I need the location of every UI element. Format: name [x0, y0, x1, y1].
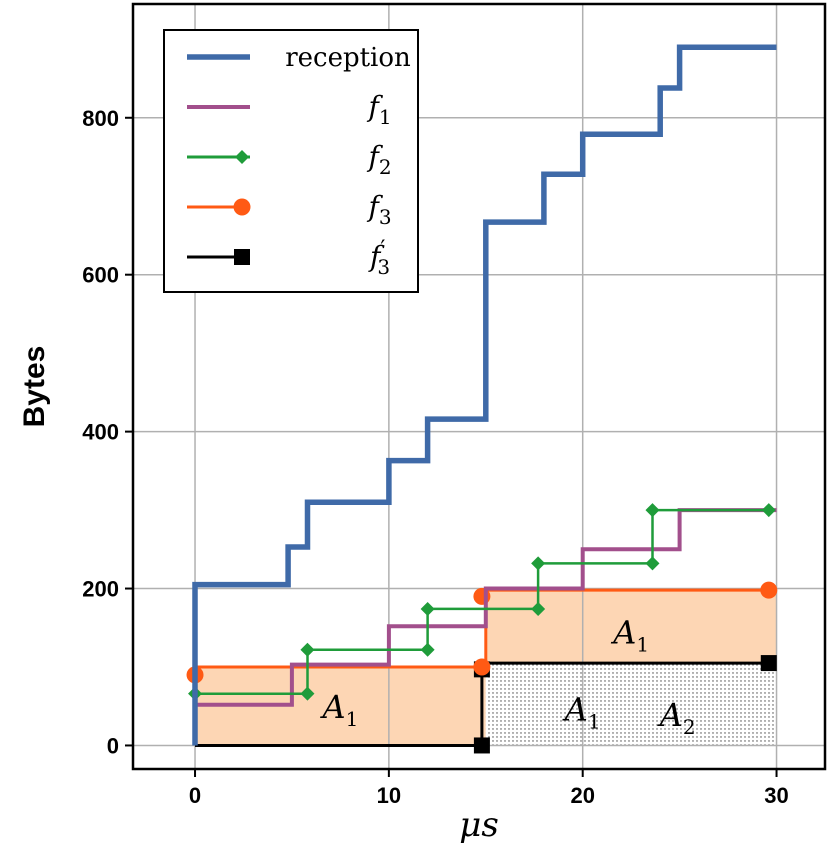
series-f1: [193, 508, 777, 746]
legend-entry-reception: reception: [187, 43, 411, 73]
annotation-2: A1: [562, 691, 601, 734]
marker-f3prime-2: [760, 655, 777, 672]
annotation-1: A1: [610, 614, 649, 657]
marker-f3-3: [760, 581, 778, 599]
marker-f2-9: [761, 503, 776, 518]
series-line-f1: [193, 508, 777, 746]
legend-label-f3prime: f′3: [368, 237, 390, 279]
legend-marker-f2: [235, 150, 249, 164]
marker-f3prime-0: [473, 737, 490, 754]
marker-f2-6: [531, 556, 546, 571]
series-line-reception: [192, 44, 777, 746]
legend-entry-f3prime: f′3: [187, 237, 390, 279]
marker-f2-8: [645, 503, 660, 518]
legend-marker-f3prime: [234, 249, 250, 265]
marker-f2-2: [300, 642, 315, 657]
series-group: [186, 44, 778, 754]
legend-marker-f3: [233, 198, 251, 216]
plot-frame: [131, 2, 827, 771]
marker-f2-1: [300, 686, 315, 701]
legend-box: [163, 29, 419, 293]
series-reception: [192, 44, 777, 746]
x-tick-label-20: 20: [570, 783, 594, 808]
region-dotted-2: [485, 663, 777, 746]
y-axis-label: Bytes: [18, 346, 51, 428]
annotation-3: A2: [657, 696, 696, 739]
y-tick-label-200: 200: [82, 577, 119, 602]
marker-f2-5: [531, 601, 546, 616]
y-tick-label-600: 600: [82, 263, 119, 288]
marker-f2-3: [420, 642, 435, 657]
x-tick-label-0: 0: [189, 783, 201, 808]
shaded-regions: [195, 590, 777, 746]
y-tick-label-800: 800: [82, 106, 119, 131]
region-filled-1: [485, 590, 777, 664]
x-axis-label: μs: [459, 805, 499, 844]
tick-labels: 0 10 20 30 0 200 400 600 800: [82, 106, 789, 808]
x-tick-label-10: 10: [377, 783, 401, 808]
legend-label-reception: reception: [285, 43, 411, 73]
x-tick-label-30: 30: [764, 783, 788, 808]
marker-f2-4: [420, 601, 435, 616]
series-line-f2: [195, 508, 769, 695]
y-tick-label-0: 0: [107, 733, 119, 758]
series-f2: [188, 503, 776, 701]
legend-entry-f2: f2: [187, 140, 392, 179]
marker-f2-7: [645, 556, 660, 571]
y-tick-label-400: 400: [82, 420, 119, 445]
marker-f3-2: [473, 658, 491, 676]
annotation-0: A1: [319, 688, 358, 731]
